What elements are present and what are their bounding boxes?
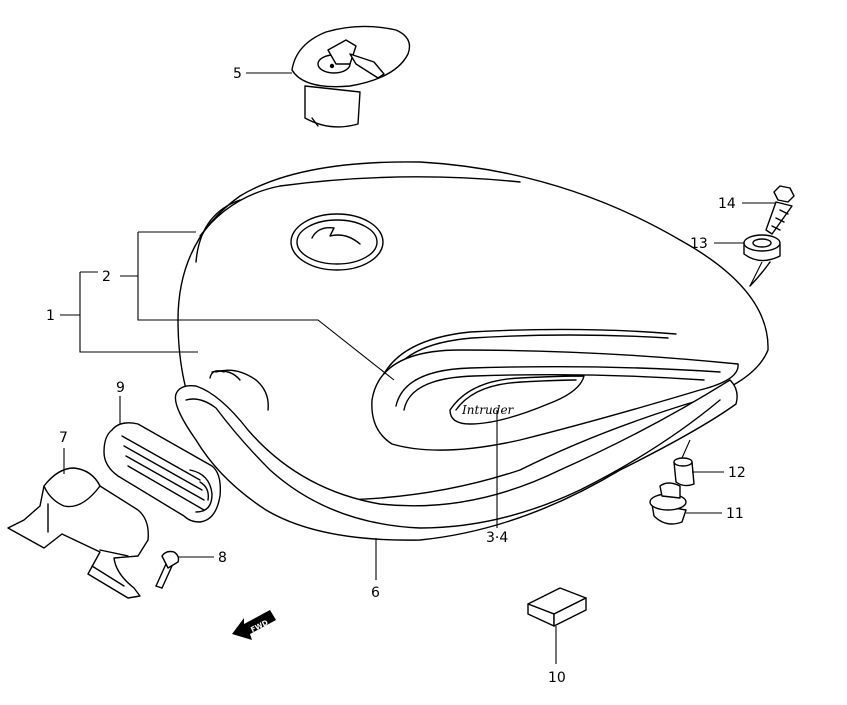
grommet-part	[743, 234, 781, 262]
callout-9: 9	[116, 380, 125, 396]
bolt-part	[765, 185, 795, 235]
fwd-arrow-icon: FWD	[232, 610, 276, 640]
tank-side-trim-part	[174, 369, 738, 541]
callout-11: 11	[726, 506, 744, 522]
intruder-emblem: Intruder	[449, 375, 585, 425]
cushion-part	[103, 422, 222, 523]
callout-14: 14	[718, 196, 736, 212]
emblem-text: Intruder	[461, 403, 515, 417]
callout-7: 7	[59, 430, 68, 446]
callout-12: 12	[728, 465, 746, 481]
screw-part	[155, 550, 180, 589]
fuel-cap-part	[291, 25, 411, 128]
callout-8: 8	[218, 550, 227, 566]
callout-labels: 1 2 3·4 5 6 7 8 9 10 11 12 13 14	[46, 66, 746, 686]
callout-6: 6	[371, 585, 380, 601]
callout-1: 1	[46, 308, 55, 324]
bracket-part	[7, 467, 149, 599]
pad-part	[527, 587, 587, 627]
callout-10: 10	[548, 670, 566, 686]
callout-13: 13	[690, 236, 708, 252]
mount-cushion-part	[649, 482, 687, 525]
fuel-tank-body: Intruder	[177, 161, 771, 501]
callout-5: 5	[233, 66, 242, 82]
callout-3-4: 3·4	[486, 530, 508, 546]
collar-part	[673, 457, 695, 487]
callout-2: 2	[102, 269, 111, 285]
leader-lines	[60, 72, 776, 664]
